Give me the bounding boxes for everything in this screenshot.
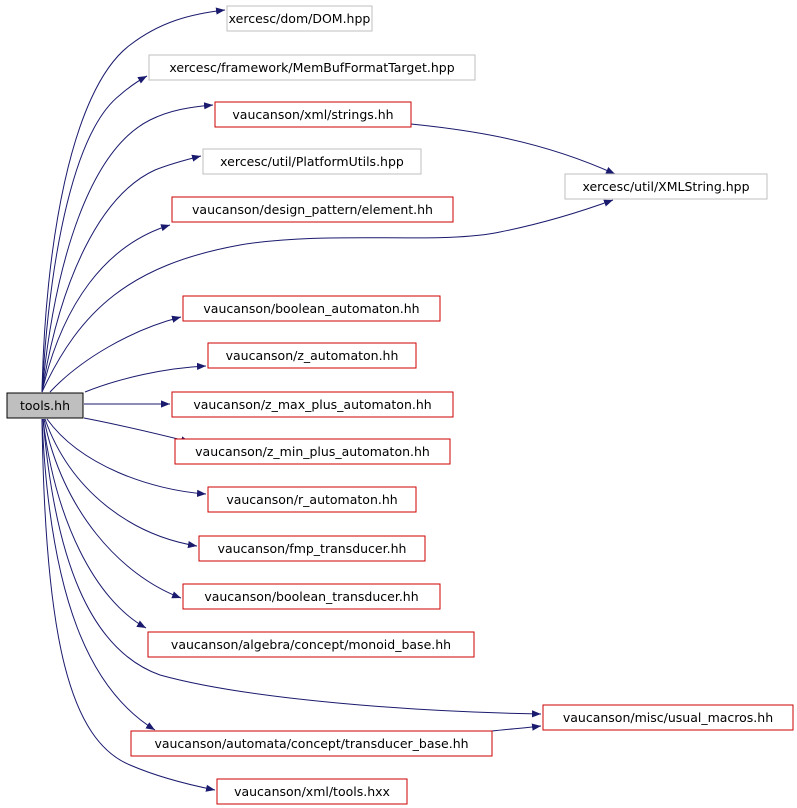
node-label: vaucanson/z_min_plus_automaton.hh xyxy=(195,444,430,459)
node-label: vaucanson/misc/usual_macros.hh xyxy=(563,710,773,725)
node-box xyxy=(216,778,408,805)
node-strings[interactable]: vaucanson/xml/strings.hh xyxy=(214,101,412,128)
node-box xyxy=(182,295,441,322)
node-element[interactable]: vaucanson/design_pattern/element.hh xyxy=(171,196,454,223)
edge-root-to-bool_aut xyxy=(49,315,182,393)
node-dom[interactable]: xercesc/dom/DOM.hpp xyxy=(226,5,373,32)
node-fmp[interactable]: vaucanson/fmp_transducer.hh xyxy=(198,535,426,562)
edge-root-to-monoid xyxy=(42,418,147,629)
node-label: xercesc/util/XMLString.hpp xyxy=(582,179,749,194)
node-monoid[interactable]: vaucanson/algebra/concept/monoid_base.hh xyxy=(147,631,475,658)
node-box xyxy=(171,391,454,418)
node-zmax[interactable]: vaucanson/z_max_plus_automaton.hh xyxy=(171,391,454,418)
node-box xyxy=(564,173,768,200)
node-box xyxy=(202,148,422,175)
edge-root-to-fmp xyxy=(44,418,198,549)
edge-root-to-macros xyxy=(42,418,542,718)
edge-root-to-xmlstring xyxy=(41,199,614,393)
node-label: vaucanson/z_max_plus_automaton.hh xyxy=(193,397,431,412)
node-box xyxy=(130,730,493,757)
node-label: vaucanson/r_automaton.hh xyxy=(226,492,397,507)
node-label: vaucanson/design_pattern/element.hh xyxy=(192,202,433,217)
node-toolshxx[interactable]: vaucanson/xml/tools.hxx xyxy=(216,778,408,805)
node-label: vaucanson/boolean_transducer.hh xyxy=(204,589,418,604)
node-label: xercesc/dom/DOM.hpp xyxy=(229,11,371,26)
node-label: vaucanson/boolean_automaton.hh xyxy=(203,301,419,316)
node-label: vaucanson/algebra/concept/monoid_base.hh xyxy=(171,637,451,652)
edge-strings-to-xmlstring xyxy=(410,123,616,175)
node-box xyxy=(171,196,454,223)
node-label: vaucanson/fmp_transducer.hh xyxy=(218,541,407,556)
edge-root-to-z_aut xyxy=(84,362,207,393)
node-zmin[interactable]: vaucanson/z_min_plus_automaton.hh xyxy=(174,438,451,465)
node-label: xercesc/framework/MemBufFormatTarget.hpp xyxy=(169,60,454,75)
node-trbase[interactable]: vaucanson/automata/concept/transducer_ba… xyxy=(130,730,493,757)
node-r_aut[interactable]: vaucanson/r_automaton.hh xyxy=(207,486,417,513)
node-root: tools.hh xyxy=(6,392,84,419)
node-label: tools.hh xyxy=(20,398,70,413)
node-box xyxy=(182,583,441,610)
node-box xyxy=(207,486,417,513)
node-box xyxy=(542,704,794,731)
node-z_aut[interactable]: vaucanson/z_automaton.hh xyxy=(207,342,417,369)
node-box xyxy=(174,438,451,465)
node-bool_aut[interactable]: vaucanson/boolean_automaton.hh xyxy=(182,295,441,322)
node-label: vaucanson/z_automaton.hh xyxy=(226,348,399,363)
node-box xyxy=(147,631,475,658)
edge-root-to-dom xyxy=(41,7,226,393)
node-box xyxy=(148,54,476,81)
node-bool_tr[interactable]: vaucanson/boolean_transducer.hh xyxy=(182,583,441,610)
edges-layer xyxy=(41,7,616,792)
node-label: vaucanson/automata/concept/transducer_ba… xyxy=(154,736,468,751)
node-box xyxy=(6,392,84,419)
node-membuf[interactable]: xercesc/framework/MemBufFormatTarget.hpp xyxy=(148,54,476,81)
node-macros[interactable]: vaucanson/misc/usual_macros.hh xyxy=(542,704,794,731)
node-box xyxy=(207,342,417,369)
node-xmlstring[interactable]: xercesc/util/XMLString.hpp xyxy=(564,173,768,200)
edge-root-to-toolshxx xyxy=(41,418,216,792)
edge-root-to-element xyxy=(41,224,171,393)
node-platform[interactable]: xercesc/util/PlatformUtils.hpp xyxy=(202,148,422,175)
node-box xyxy=(198,535,426,562)
edge-root-to-platform xyxy=(41,154,202,393)
edge-trbase-to-macros xyxy=(491,723,542,732)
edge-root-to-membuf xyxy=(41,75,148,393)
node-label: vaucanson/xml/tools.hxx xyxy=(234,784,390,799)
edge-root-to-trbase xyxy=(41,418,156,731)
edge-root-to-r_aut xyxy=(46,418,207,497)
edge-root-to-bool_tr xyxy=(43,418,182,599)
node-box xyxy=(214,101,412,128)
node-box xyxy=(226,5,373,32)
nodes-layer: tools.hh xercesc/dom/DOM.hpp xercesc/frame… xyxy=(6,5,794,805)
node-label: vaucanson/xml/strings.hh xyxy=(232,107,393,122)
edge-root-to-strings xyxy=(41,102,214,393)
edge-root-to-zmin xyxy=(83,417,191,444)
node-label: xercesc/util/PlatformUtils.hpp xyxy=(220,154,404,169)
